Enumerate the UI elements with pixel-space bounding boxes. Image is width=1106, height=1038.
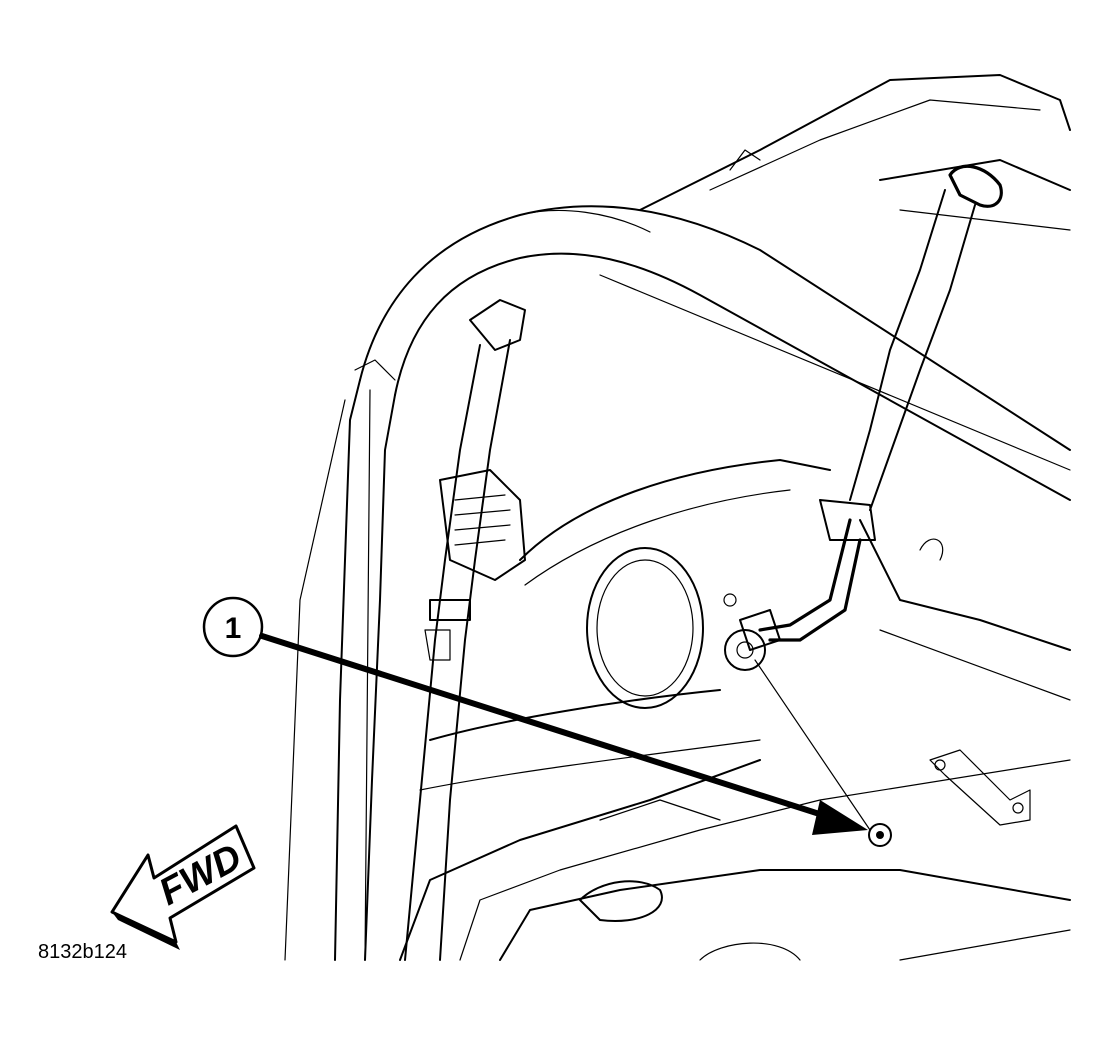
callout-1-arrowhead: [812, 800, 868, 835]
front-seat-belt-retractor: [404, 299, 526, 961]
bolt: [723, 593, 1031, 847]
fwd-arrow-shadow: [112, 912, 180, 950]
callout-1-circle: [202, 596, 264, 658]
fwd-arrow: FWD: [110, 824, 256, 950]
callout-1: 1: [202, 596, 868, 835]
rear-seat-belt: [739, 164, 1003, 651]
vehicle-body-outline: [284, 74, 1071, 961]
fwd-arrow-shape: [110, 824, 256, 944]
callout-1-number: 1: [225, 612, 242, 645]
callout-1-leader-line: [259, 633, 835, 821]
speaker-grille: [586, 547, 704, 709]
figure-id: 8132b124: [38, 941, 127, 963]
